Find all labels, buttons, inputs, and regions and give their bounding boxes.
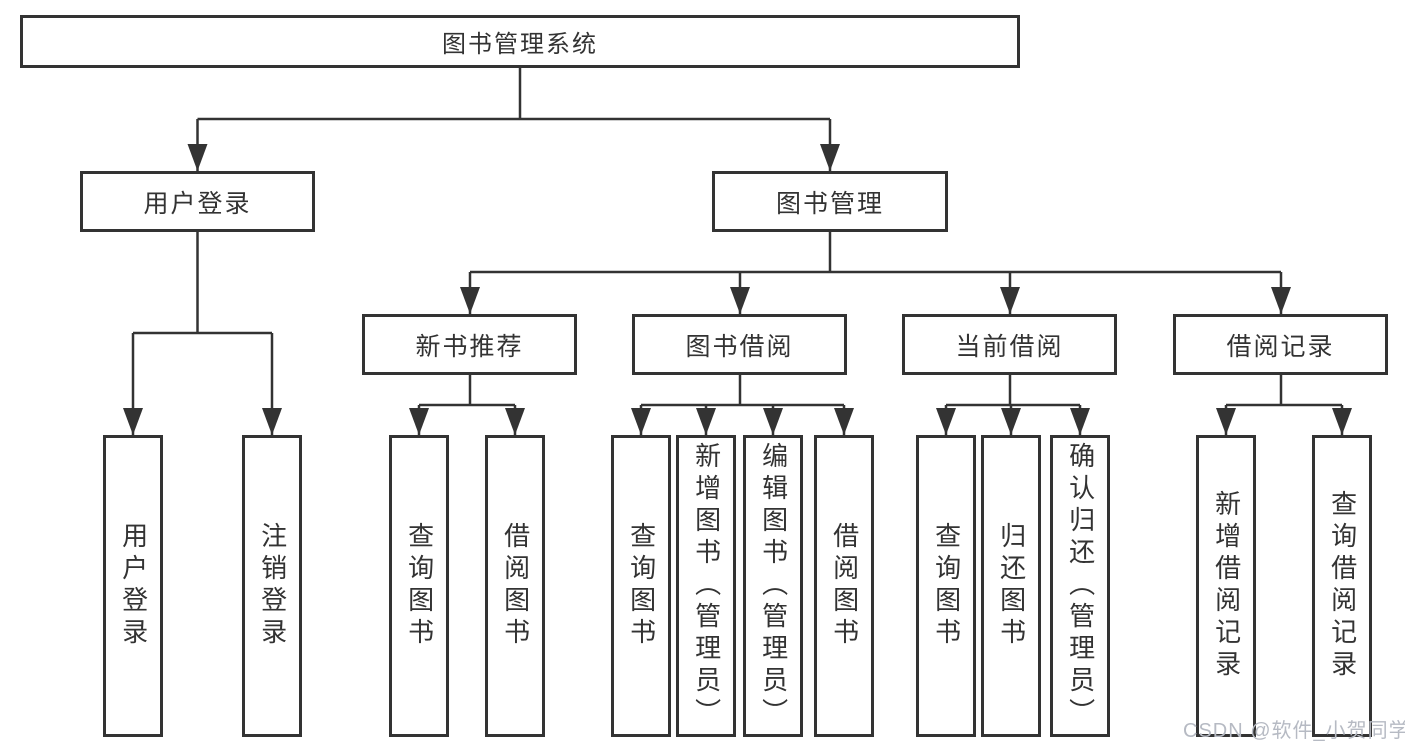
leaf-user-login: 用户登录 [103, 435, 163, 737]
leaf-label: 新增借阅记录 [1211, 490, 1242, 682]
node-book-management: 图书管理 [712, 171, 948, 232]
leaf-label: 查询图书 [931, 522, 962, 650]
leaf-current-confirm-return-admin: 确认归还（管理员） [1050, 435, 1110, 737]
node-label: 借阅记录 [1226, 332, 1335, 361]
leaf-label: 归还图书 [996, 522, 1027, 650]
leaf-records-query-record: 查询借阅记录 [1312, 435, 1372, 737]
arrow-down-icon [460, 287, 480, 314]
arrow-down-icon [1271, 287, 1291, 314]
arrow-down-icon [505, 408, 525, 435]
node-label: 图书管理 [775, 189, 884, 218]
arrow-down-icon [1001, 408, 1021, 435]
node-new-book-recommend: 新书推荐 [362, 314, 577, 375]
arrow-down-icon [262, 408, 282, 435]
arrow-down-icon [763, 408, 783, 435]
node-user-login: 用户登录 [80, 171, 315, 232]
leaf-recommend-borrow-books: 借阅图书 [485, 435, 545, 737]
node-label: 用户登录 [143, 189, 252, 218]
arrow-down-icon [820, 144, 840, 171]
leaf-label: 查询图书 [626, 522, 657, 650]
leaf-label: 注销登录 [257, 522, 288, 650]
node-label: 图书管理系统 [442, 31, 598, 58]
leaf-borrow-edit-books-admin: 编辑图书（管理员） [743, 435, 803, 737]
arrow-down-icon [730, 287, 750, 314]
leaf-label: 查询图书 [404, 522, 435, 650]
node-label: 新书推荐 [415, 332, 524, 361]
arrow-down-icon [409, 408, 429, 435]
leaf-label: 新增图书（管理员） [691, 442, 722, 730]
leaf-borrow-borrow-books: 借阅图书 [814, 435, 874, 737]
arrow-down-icon [1216, 408, 1236, 435]
leaf-recommend-query-books: 查询图书 [389, 435, 449, 737]
leaf-current-return-books: 归还图书 [981, 435, 1041, 737]
leaf-borrow-query-books: 查询图书 [611, 435, 671, 737]
arrow-down-icon [834, 408, 854, 435]
leaf-label: 查询借阅记录 [1327, 490, 1358, 682]
arrow-down-icon [187, 144, 208, 171]
connector-path [131, 68, 1344, 435]
arrow-down-icon [1000, 287, 1020, 314]
node-current-borrow: 当前借阅 [902, 314, 1117, 375]
leaf-label: 借阅图书 [829, 522, 860, 650]
leaf-current-query-books: 查询图书 [916, 435, 976, 737]
leaf-label: 借阅图书 [500, 522, 531, 650]
leaf-label: 确认归还（管理员） [1065, 442, 1096, 730]
node-borrow-records: 借阅记录 [1173, 314, 1388, 375]
leaf-label: 用户登录 [118, 522, 149, 650]
leaf-borrow-add-books-admin: 新增图书（管理员） [676, 435, 736, 737]
csdn-watermark: CSDN @软件_小贺同学 [1183, 720, 1405, 742]
arrow-down-icon [696, 408, 716, 435]
arrow-down-icon [936, 408, 956, 435]
leaf-label: 编辑图书（管理员） [758, 442, 789, 730]
arrow-down-icon [631, 408, 651, 435]
arrow-down-icon [1332, 408, 1352, 435]
leaf-logout: 注销登录 [242, 435, 302, 737]
node-system-root: 图书管理系统 [20, 15, 1020, 68]
node-book-borrow: 图书借阅 [632, 314, 847, 375]
arrow-down-icon [1070, 408, 1090, 435]
node-label: 当前借阅 [955, 332, 1064, 361]
node-label: 图书借阅 [685, 332, 794, 361]
arrow-down-icon [123, 408, 143, 435]
leaf-records-add-record: 新增借阅记录 [1196, 435, 1256, 737]
